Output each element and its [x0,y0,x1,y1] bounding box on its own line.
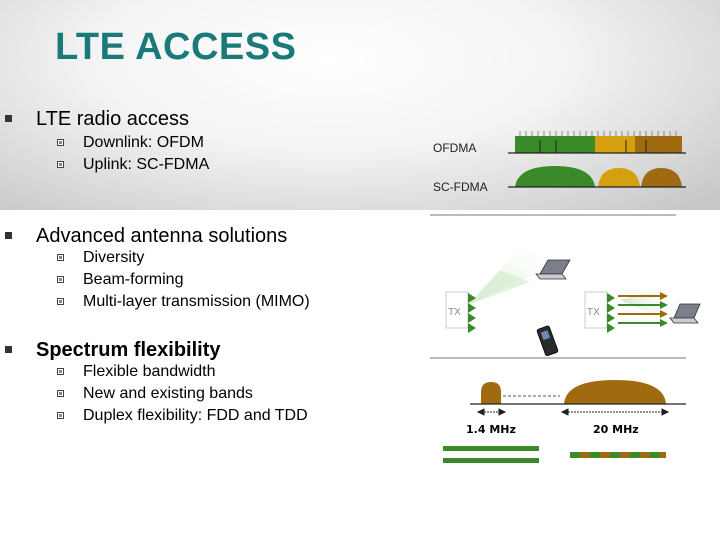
sub-bullet-text: Duplex flexibility: FDD and TDD [83,407,308,424]
sub-bullet-text: Flexible bandwidth [83,363,216,380]
sub-bullet-icon [57,390,64,397]
bullet-square-icon [5,346,12,353]
bullet-square-icon [5,115,12,122]
sub-bullet: Flexible bandwidth [57,363,216,381]
sub-bullet: Duplex flexibility: FDD and TDD [57,407,308,425]
bullet-lte-radio-access: LTE radio access [5,108,190,131]
tdd-bar [570,452,666,458]
sub-bullet-text: Uplink: SC-FDMA [83,156,210,173]
antenna-array-icon [468,293,476,333]
bullet-heading: Spectrum flexibility [36,339,221,361]
tx-label-right: TX [587,307,600,318]
sub-bullet-icon [57,161,64,168]
bandwidth-label-large: 20 MHz [593,423,639,436]
bandwidth-arrow [560,408,670,416]
bullet-heading: LTE radio access [36,108,190,130]
scfdma-label: SC-FDMA [433,180,488,194]
sub-bullet: Multi-layer transmission (MIMO) [57,293,310,311]
tx-label-left: TX [448,307,461,318]
mobile-phone-icon [536,325,559,357]
ofdma-spectrum [508,131,686,154]
sub-bullet-text: New and existing bands [83,385,253,402]
bandwidth-label-small: 1.4 MHz [466,423,516,436]
sub-bullet-text: Downlink: OFDM [83,134,204,151]
bullet-square-icon [5,232,12,239]
sub-bullet-icon [57,368,64,375]
sub-bullet: Diversity [57,249,145,267]
slide-title: LTE ACCESS [55,26,297,68]
beamforming-diagram [445,248,560,333]
slide-background [0,210,720,540]
sub-bullet-icon [57,412,64,419]
laptop-icon [535,259,571,280]
bullet-heading: Advanced antenna solutions [36,225,288,247]
sub-bullet-icon [57,298,64,305]
sub-bullet-text: Multi-layer transmission (MIMO) [83,293,310,310]
sub-bullet-text: Diversity [83,249,145,266]
fdd-bars [443,446,539,463]
sub-bullet-text: Beam-forming [83,271,184,288]
sub-bullet-icon [57,276,64,283]
flexible-bandwidth-diagram [470,380,686,416]
sub-bullet: Downlink: OFDM [57,134,204,152]
sub-bullet-icon [57,254,64,261]
bandwidth-arrow [476,408,507,416]
bullet-advanced-antenna: Advanced antenna solutions [5,225,288,248]
laptop-icon [669,303,701,324]
mimo-diagram [584,284,680,333]
ofdma-label: OFDMA [433,141,477,155]
sub-bullet: New and existing bands [57,385,253,403]
scfdma-spectrum [508,166,686,188]
sub-bullet: Beam-forming [57,271,184,289]
sub-bullet: Uplink: SC-FDMA [57,156,210,174]
bullet-spectrum-flexibility: Spectrum flexibility [5,339,221,362]
sub-bullet-icon [57,139,64,146]
